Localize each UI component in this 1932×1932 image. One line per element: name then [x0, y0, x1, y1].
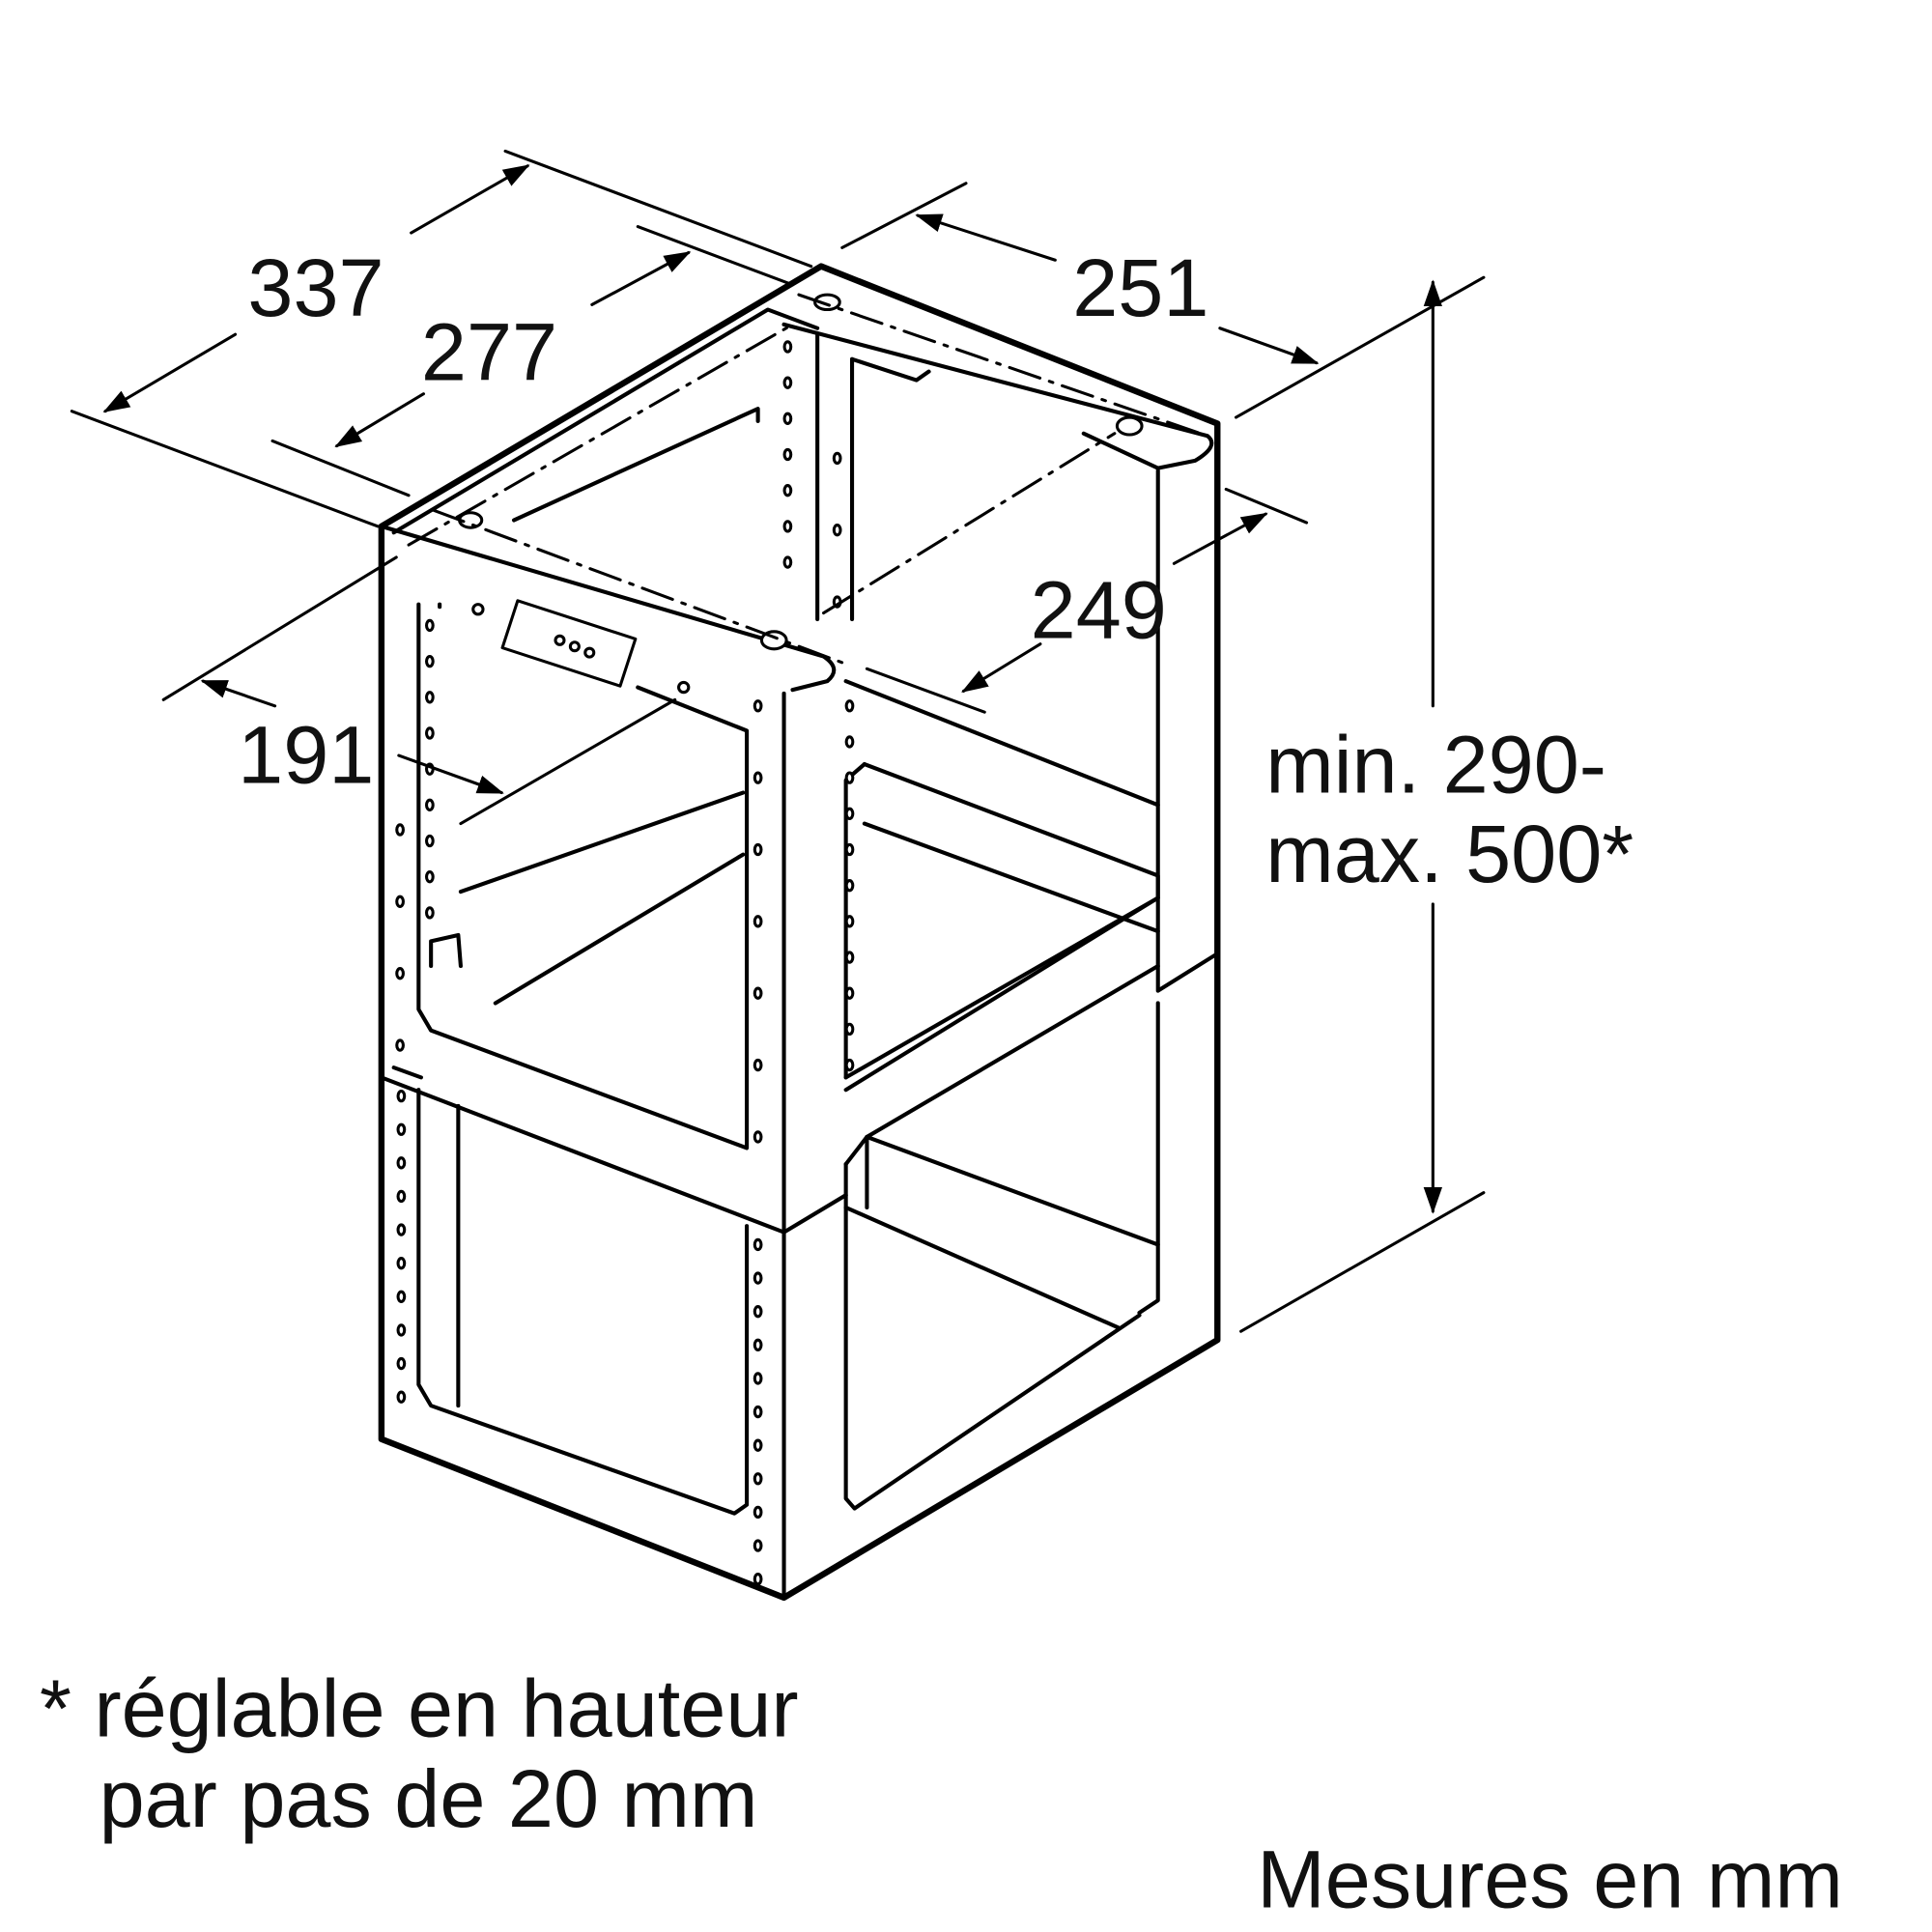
frame [378, 263, 1221, 1602]
notes: * réglable en hauteur par pas de 20 mm M… [40, 1662, 1843, 1924]
dim-191: 191 [238, 708, 374, 800]
units-note: Mesures en mm [1257, 1833, 1843, 1924]
dimension-labels: 337 277 251 249 191 min. 290- max. 500* [238, 242, 1634, 899]
adjustment-holes [395, 340, 855, 1586]
dim-277: 277 [421, 306, 557, 398]
dimension-lines [70, 149, 1486, 1333]
dim-337: 337 [247, 242, 384, 333]
footnote-line1: * réglable en hauteur [40, 1662, 799, 1753]
dim-249: 249 [1031, 563, 1167, 655]
footnote-line2: par pas de 20 mm [99, 1752, 758, 1844]
height-max: max. 500* [1265, 808, 1634, 899]
height-min: min. 290- [1265, 719, 1606, 810]
dim-251: 251 [1072, 242, 1208, 333]
